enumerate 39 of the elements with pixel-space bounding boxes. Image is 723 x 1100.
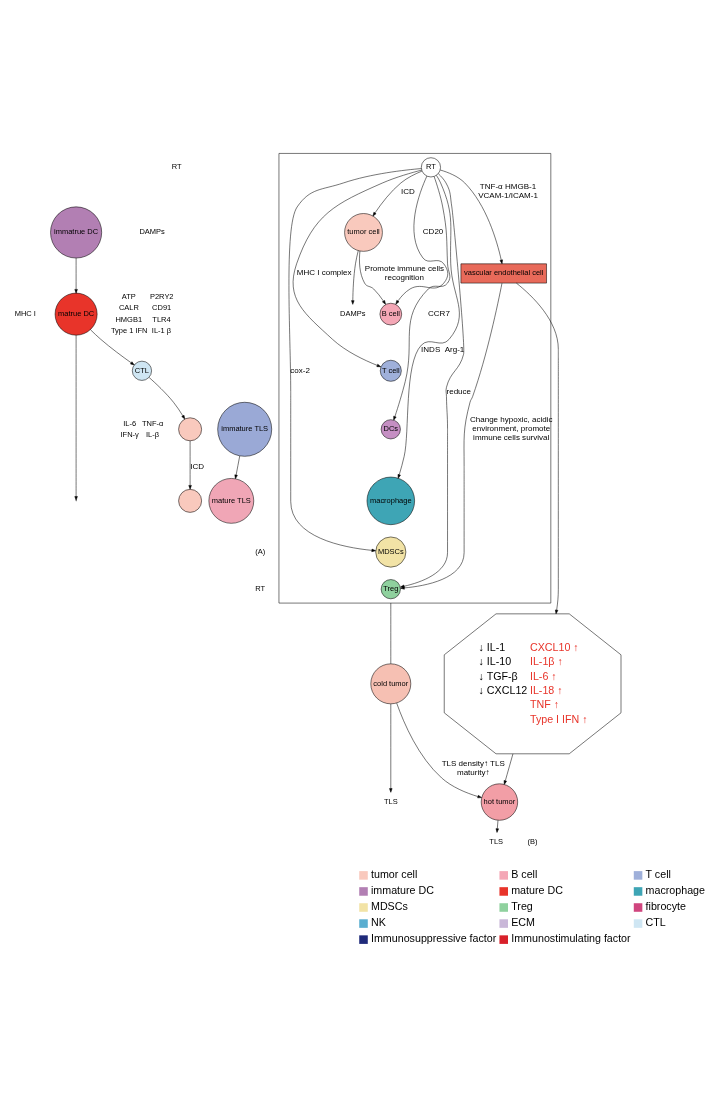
arrow	[234, 455, 240, 480]
arrow	[400, 282, 503, 590]
legend-label: immature DC	[371, 884, 434, 897]
legend-label: T cell	[645, 868, 671, 881]
arrow	[148, 377, 186, 420]
cluster	[278, 153, 552, 604]
legend-label: macrophage	[645, 884, 705, 897]
arrow	[359, 250, 386, 305]
arrow	[400, 173, 465, 588]
legend-label: CTL	[645, 916, 666, 929]
arrow	[503, 753, 514, 785]
arrow	[440, 169, 503, 265]
node-circle	[178, 489, 202, 513]
arrow	[516, 282, 559, 615]
arrow	[395, 175, 449, 305]
legend-label: ECM	[511, 916, 535, 929]
legend-label: Immunostimulating factor	[511, 932, 631, 945]
arrow	[288, 168, 422, 552]
arrow	[396, 702, 482, 799]
legend-label: B cell	[511, 868, 538, 881]
arrow	[292, 169, 422, 368]
legend-label: Treg	[511, 900, 533, 913]
arrow	[74, 335, 78, 501]
legend-label: mature DC	[511, 884, 563, 897]
arrow	[393, 176, 451, 421]
legend-label: NK	[371, 916, 386, 929]
arrow	[188, 440, 192, 490]
arrow	[495, 820, 499, 833]
arrow	[372, 170, 423, 217]
legend-label: tumor cell	[371, 868, 418, 881]
legend-label: Immunosuppressive factor	[371, 932, 497, 945]
arrow	[351, 250, 359, 305]
arrow	[74, 257, 78, 294]
node-circle	[178, 417, 202, 442]
legend-label: MDSCs	[371, 900, 408, 913]
arrow	[90, 329, 135, 366]
legend-label: fibrocyte	[645, 900, 686, 913]
arrow	[397, 175, 460, 479]
arrow	[389, 703, 393, 793]
